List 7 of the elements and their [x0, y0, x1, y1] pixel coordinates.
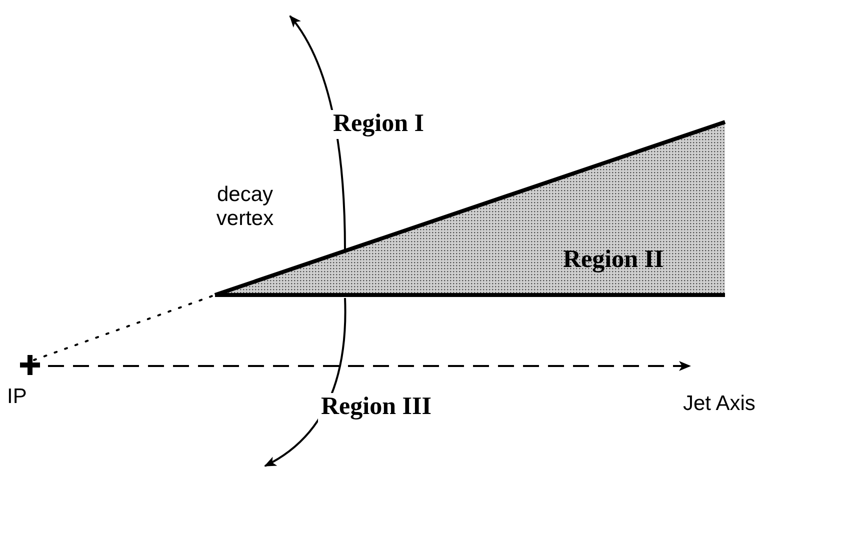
- dashed-arrow: [48, 361, 691, 371]
- annotation-text: Jet Axis: [683, 392, 756, 416]
- point-label: IP: [7, 385, 27, 410]
- region-label: Region II: [563, 246, 664, 275]
- curved-arrow: [289, 15, 346, 250]
- dotted-line: [33, 294, 216, 361]
- annotation-text: decay vertex: [215, 183, 275, 232]
